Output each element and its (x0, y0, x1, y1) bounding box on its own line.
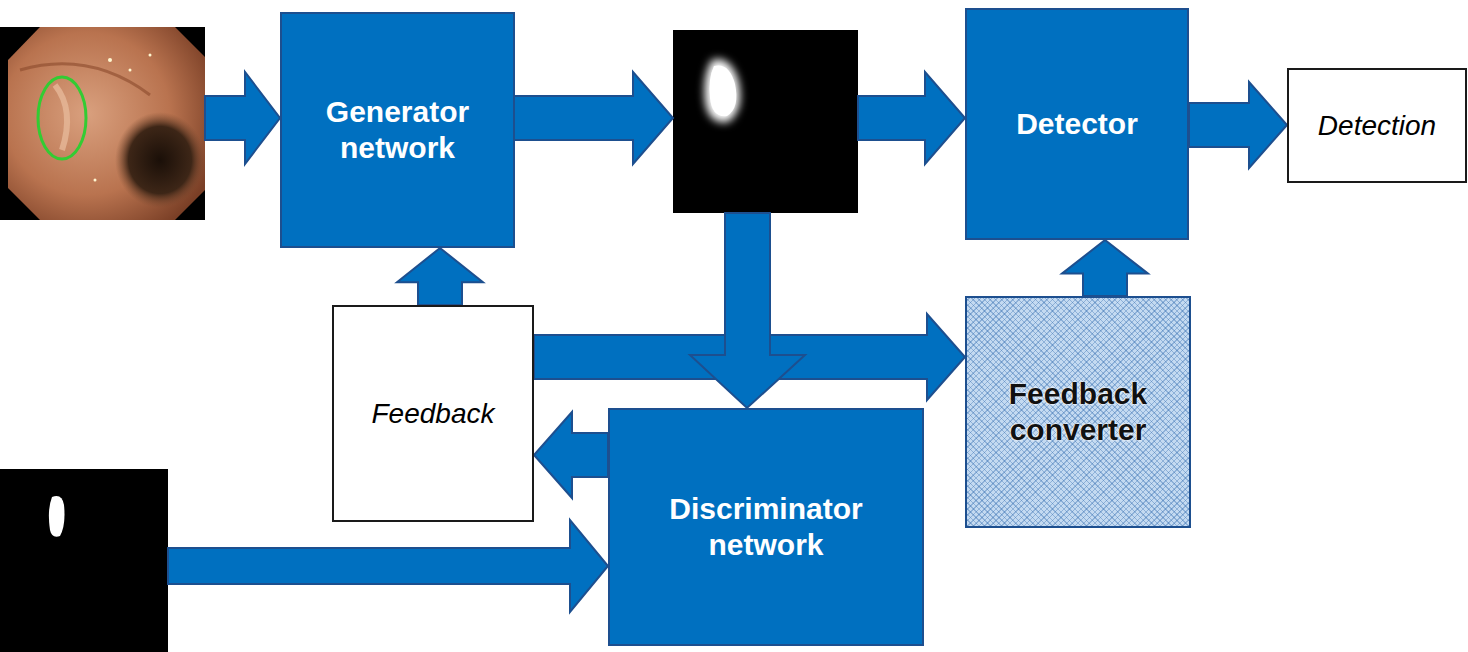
signal-box: Feedback (332, 305, 534, 522)
block-arrow (205, 72, 280, 164)
glare (129, 69, 132, 72)
node-label: Detection (1318, 109, 1436, 143)
text-group: Generator network (292, 94, 503, 166)
glare (94, 179, 97, 182)
arrow-shape (534, 412, 608, 498)
process-box: Generator network (280, 12, 515, 248)
block-arrow (397, 248, 483, 305)
node-label: Feedback converter (977, 376, 1179, 448)
mask-blob (710, 65, 737, 116)
glare (108, 58, 112, 62)
process-box: Discriminator network (608, 408, 924, 646)
block-arrow (513, 72, 673, 164)
text-group: Feedback (372, 397, 495, 431)
block-arrow (690, 213, 805, 408)
block-arrow (1189, 82, 1287, 168)
ground-truth-mask (0, 469, 168, 652)
mask-blob (705, 59, 740, 122)
colon-image (8, 27, 205, 220)
output-box: Detection (1287, 68, 1467, 183)
node-label: Generator network (292, 94, 503, 166)
arrow-shape (1062, 240, 1148, 296)
polyp-marker (38, 77, 86, 159)
text-group: Feedback converter (977, 376, 1179, 448)
mask-blob (49, 496, 65, 537)
converter-box: Feedback converter (965, 296, 1191, 528)
generated-mask (673, 30, 858, 213)
process-box: Detector (965, 8, 1189, 240)
text-group: Detection (1318, 109, 1436, 143)
text-group: Detector (1016, 106, 1138, 142)
block-arrow (1062, 240, 1148, 296)
colon-fold (20, 64, 150, 95)
block-arrow (858, 72, 965, 164)
block-arrow (534, 412, 608, 498)
text-group: Discriminator network (620, 491, 912, 563)
node-label: Feedback (372, 397, 495, 431)
image-frame (0, 27, 205, 220)
colon-lumen (115, 112, 205, 208)
node-label: Detector (1016, 106, 1138, 142)
block-arrow (168, 520, 608, 612)
glare (149, 54, 152, 57)
polyp-shape (55, 85, 67, 150)
arrow-shape (397, 248, 483, 305)
node-label: Discriminator network (620, 491, 912, 563)
arrow-shape (1189, 82, 1287, 168)
